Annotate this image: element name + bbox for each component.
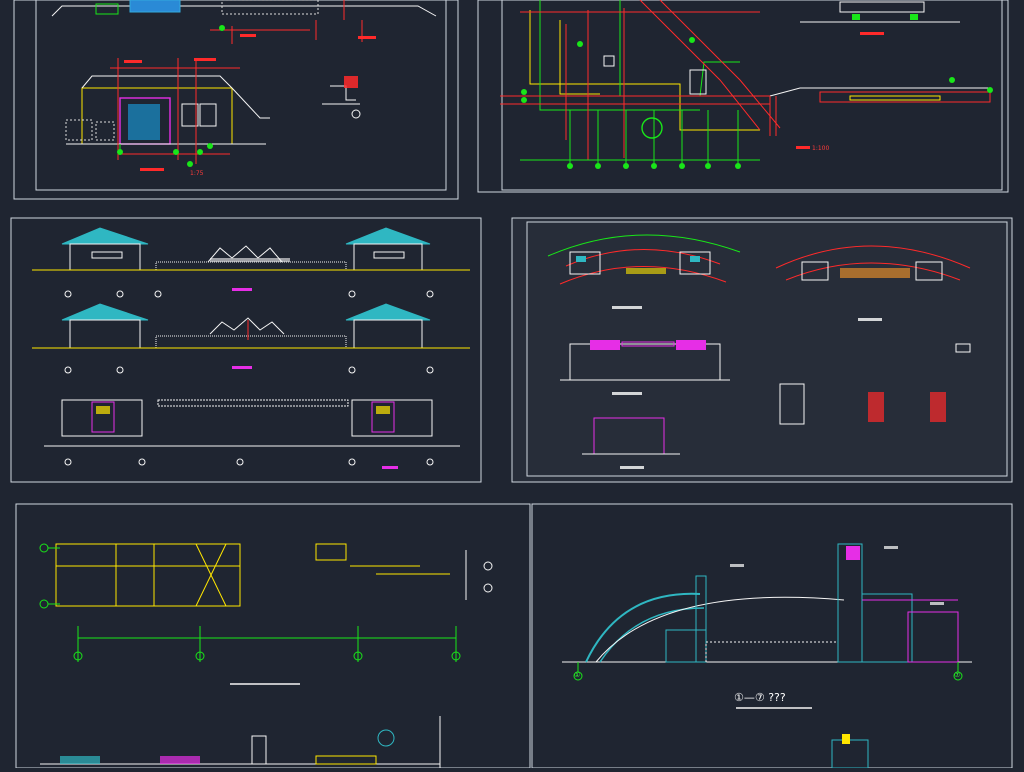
panel-d-drawing (511, 217, 1013, 483)
panel-c-drawing (10, 217, 482, 483)
panel-f-axis-right: ⑦ (954, 671, 961, 679)
panel-f-title: ①—⑦ ??? (734, 691, 786, 704)
panel-a-drawing (13, 0, 459, 200)
panel-e-drawing (15, 503, 531, 769)
panel-a-scale: 1:75 (190, 170, 204, 177)
panel-b-drawing (477, 0, 1009, 193)
panel-b-scale: 1:100 (812, 145, 830, 152)
panel-f-axis-left: ① (574, 671, 581, 679)
panel-f-drawing (531, 503, 1013, 769)
